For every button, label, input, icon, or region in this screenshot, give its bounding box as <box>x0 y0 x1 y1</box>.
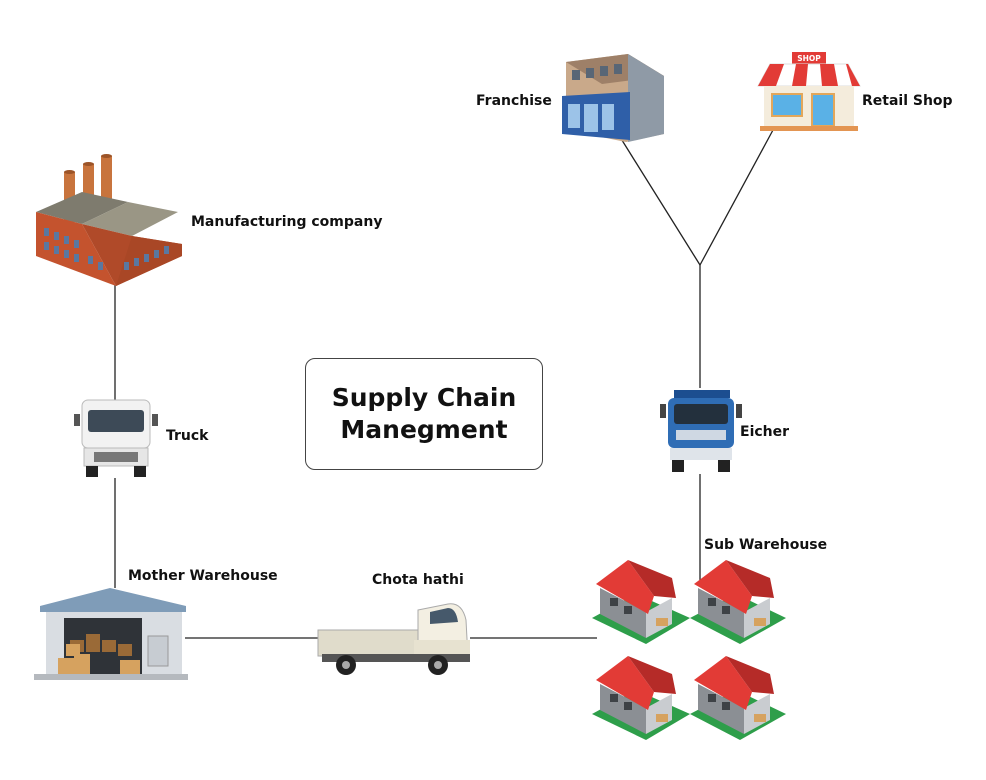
mother-warehouse-label: Mother Warehouse <box>128 568 278 584</box>
edge-junction-retail <box>699 129 774 266</box>
houses-icon <box>592 560 786 740</box>
page-title: Supply Chain Manegment <box>332 382 517 446</box>
blue-truck-icon <box>660 390 742 472</box>
chota-hathi-label: Chota hathi <box>372 572 464 588</box>
house-4 <box>690 656 786 740</box>
title-line-2: Manegment <box>340 415 508 444</box>
manufacturing-label: Manufacturing company <box>191 214 383 230</box>
franchise-label: Franchise <box>476 93 552 109</box>
connector-lines <box>114 129 774 639</box>
title-line-1: Supply Chain <box>331 383 517 412</box>
shop-sign-text: SHOP <box>797 54 821 63</box>
truck-icon <box>74 399 158 477</box>
warehouse-icon <box>34 588 188 680</box>
edge-junction-franchise <box>619 136 701 266</box>
truck-label: Truck <box>166 428 209 444</box>
house-3 <box>592 656 690 740</box>
house-1 <box>592 560 690 644</box>
building-icon <box>562 54 664 142</box>
eicher-label: Eicher <box>740 424 790 440</box>
shop-icon: SHOP <box>757 52 861 131</box>
sub-warehouse-label: Sub Warehouse <box>704 537 828 553</box>
retail-shop-label: Retail Shop <box>862 93 953 109</box>
pickup-truck-icon <box>317 603 470 675</box>
house-2 <box>690 560 786 644</box>
title-box: Supply Chain Manegment <box>305 358 543 470</box>
factory-icon <box>36 154 182 286</box>
